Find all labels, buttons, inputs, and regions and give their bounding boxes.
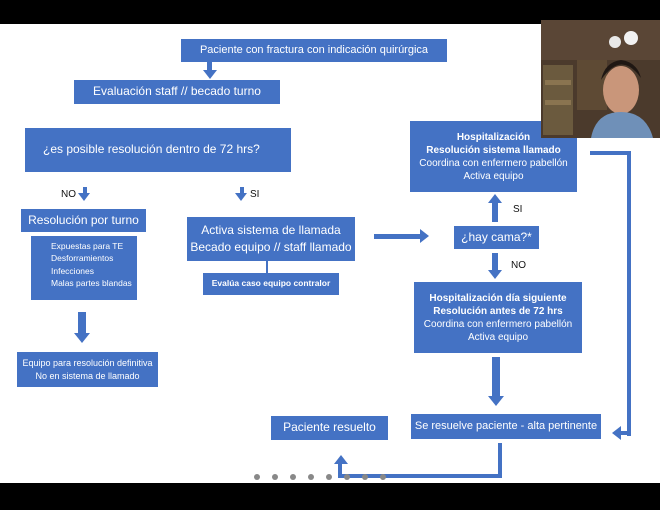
arrow-stem [492,357,500,397]
evaluation-box: Evaluación staff // becado turno [74,80,280,104]
connector-line [498,443,502,477]
arrow-stem [83,187,87,194]
turno-item: Infecciones [51,265,94,276]
activa-line-2: Becado equipo // staff llamado [190,240,352,254]
si-label-2: SI [513,204,523,215]
hosp-next-box: Hospitalización día siguiente Resolución… [414,282,582,353]
slide-nav-dot[interactable] [290,474,296,480]
connector-line [590,151,630,155]
no-label: NO [61,189,76,200]
arrow-down-icon [78,193,90,201]
slide-nav-dot[interactable] [308,474,314,480]
slide-nav-dots[interactable] [254,474,386,480]
arrow-down-icon [74,333,90,343]
activa-line-1: Activa sistema de llamada [201,222,341,237]
slide-nav-dot[interactable] [380,474,386,480]
connector-line [340,474,502,478]
hosp-now-subtitle: Resolución sistema llamado [426,144,561,156]
connector-line [621,431,631,435]
evalua-box: Evalúa caso equipo contralor [203,273,339,295]
hosp-now-line-2: Activa equipo [463,170,524,182]
slide-nav-dot[interactable] [326,474,332,480]
turno-item: Expuestas para TE [51,241,124,251]
hay-cama-box: ¿hay cama?* [454,226,539,249]
definitive-line-1: Equipo para resolución definitiva [22,358,153,369]
presenter-video-icon [541,20,660,138]
hosp-now-line-1: Coordina con enfermero pabellón [419,157,568,169]
arrow-down-icon [488,396,504,406]
arrow-down-icon [203,70,217,79]
arrow-stem [374,234,421,239]
arrow-left-icon [612,426,621,440]
hosp-now-title: Hospitalización [456,131,531,143]
slide-nav-dot[interactable] [254,474,260,480]
arrow-stem [240,187,244,194]
arrow-down-icon [235,193,247,201]
alta-box: Se resuelve paciente - alta pertinente [411,414,601,439]
hosp-next-line-1: Coordina con enfermero pabellón [423,318,573,330]
turno-item: Malas partes blandas [51,277,132,288]
turno-list: Expuestas para TE Desforramientos Infecc… [31,236,137,300]
arrow-right-icon [420,229,429,243]
arrow-stem [492,202,498,222]
slide-nav-dot[interactable] [362,474,368,480]
no-label-2: NO [511,260,526,271]
arrow-up-icon [488,194,502,203]
webcam-video [541,20,660,138]
definitive-box: Equipo para resolución definitiva No en … [17,352,158,387]
connector-line [627,151,631,436]
turno-title-box: Resolución por turno [21,209,146,232]
arrow-down-icon [488,270,502,279]
hosp-next-line-2: Activa equipo [467,331,529,343]
arrow-stem [207,62,212,71]
slide-nav-dot[interactable] [344,474,350,480]
slide-nav-dot[interactable] [272,474,278,480]
connector-line [266,261,268,274]
question-box: ¿es posible resolución dentro de 72 hrs? [25,128,291,172]
connector-line [338,462,342,478]
start-box: Paciente con fractura con indicación qui… [181,39,447,62]
hosp-now-box: Hospitalización Resolución sistema llama… [410,121,577,192]
definitive-line-2: No en sistema de llamado [35,370,140,381]
resuelto-box: Paciente resuelto [271,416,388,440]
si-label: SI [250,189,260,200]
arrow-stem [78,312,86,334]
hosp-next-title: Hospitalización día siguiente [429,292,567,304]
arrow-stem [492,253,498,271]
activa-box: Activa sistema de llamada Becado equipo … [187,217,355,261]
turno-item: Desforramientos [51,253,114,264]
hosp-next-subtitle: Resolución antes de 72 hrs [433,305,563,317]
arrow-up-icon [334,455,348,464]
